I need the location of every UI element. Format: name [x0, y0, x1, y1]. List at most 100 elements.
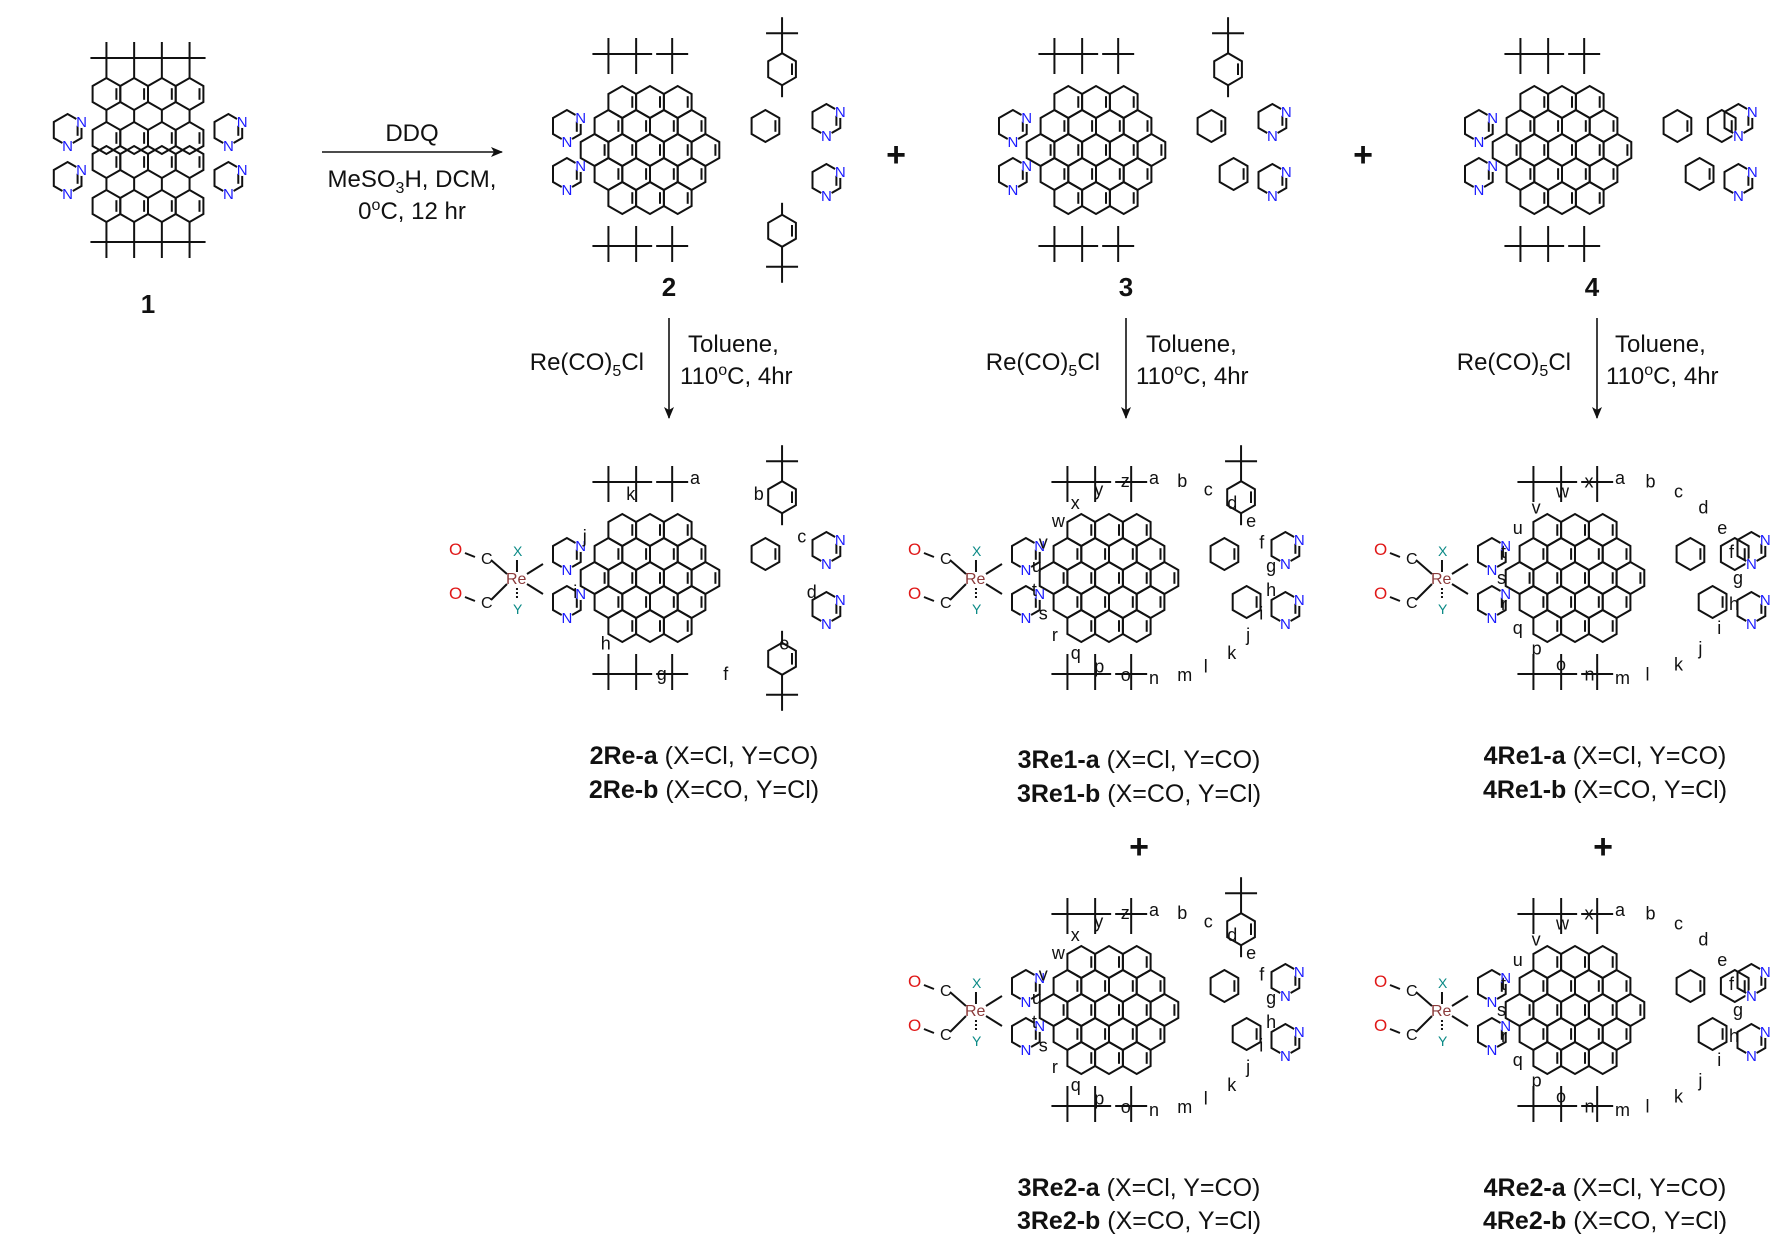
re-n-bond	[985, 583, 1003, 595]
n-atom-mask	[1745, 558, 1758, 570]
n-atom-mask	[222, 188, 235, 200]
compound-4-structure-tbu-bottom	[1532, 226, 1565, 262]
compound-4re2-structure-tbu-top	[1581, 898, 1614, 934]
site-label-q: q	[1071, 1075, 1081, 1095]
site-label-b: b	[1177, 471, 1187, 491]
n-atom-mask	[560, 136, 573, 148]
re-n-bond	[985, 995, 1003, 1007]
oxygen-atom: O	[908, 1016, 921, 1035]
molecule-structures: NNNNNNNNNNNNNNNNNNNNNNNNNNNNNNNNNNNNNNNN…	[52, 17, 1772, 1122]
n-atom-label: N	[821, 616, 832, 633]
re-n-bond	[985, 1015, 1003, 1027]
site-label-j: j	[1245, 625, 1250, 645]
site-label-j: j	[1697, 1071, 1702, 1091]
n-atom-mask	[1759, 594, 1772, 606]
ligand-y: Y	[513, 601, 523, 617]
site-label-e: e	[779, 634, 789, 654]
rhenium-solvent-3: Toluene,	[1146, 331, 1237, 358]
co-bond	[1415, 559, 1433, 575]
site-label-b: b	[1646, 471, 1656, 491]
n-atom-mask	[1006, 184, 1019, 196]
site-label-b: b	[1646, 903, 1656, 923]
oxygen-atom: O	[1374, 972, 1387, 991]
compound-2-structure-tbu-bottom	[656, 226, 689, 262]
n-atom-mask	[1293, 594, 1306, 606]
n-atom-mask	[1732, 190, 1745, 202]
site-label-d: d	[807, 582, 817, 602]
site-label-g: g	[1733, 568, 1743, 588]
caption-4re1-a: 4Re1-a (X=Cl, Y=CO)	[1484, 742, 1727, 770]
n-atom-label: N	[1500, 538, 1511, 555]
co-bond	[949, 1015, 967, 1033]
caption-2re-b: 2Re-b (X=CO, Y=Cl)	[589, 776, 819, 804]
pyrimidine-hexagon	[1011, 968, 1041, 1004]
compound-3re1-structure-pyrimidine-left: NN	[1011, 536, 1046, 579]
ddq-solvent: MeSO3H, DCM,	[328, 166, 497, 197]
pyrimidine-hexagon	[1257, 162, 1288, 198]
site-label-n: n	[1585, 1097, 1595, 1117]
site-label-a: a	[690, 468, 701, 488]
compound-2re-structure-pyrimidine-left: NN	[552, 584, 587, 627]
site-label-f: f	[1259, 965, 1265, 985]
compound-3-structure-right-ring	[1196, 108, 1227, 144]
pyrimidine-hexagon	[1736, 1022, 1767, 1058]
n-atom-label: N	[835, 164, 846, 181]
pyrimidine-hexagon	[213, 112, 244, 148]
site-label-o: o	[1556, 655, 1566, 675]
core-ring	[1108, 180, 1139, 216]
compound-4re1-structure-right-ring	[1675, 536, 1706, 572]
n-atom-label: N	[575, 538, 586, 555]
compound-3re1-structure-tbu-bottom	[1079, 654, 1112, 690]
aryl-tert-butyl	[766, 246, 799, 283]
compound-4-structure-tbu-bottom	[1504, 226, 1537, 262]
site-label-c: c	[1674, 913, 1683, 933]
n-atom-mask	[75, 116, 88, 128]
site-label-f: f	[1729, 974, 1735, 994]
n-atom-mask	[1472, 136, 1485, 148]
site-label-h: h	[1266, 1012, 1276, 1032]
site-label-i: i	[1717, 618, 1721, 638]
site-label-k: k	[1227, 1075, 1237, 1095]
n-atom-label: N	[1487, 158, 1498, 175]
site-label-g: g	[1266, 988, 1276, 1008]
site-label-s: s	[1497, 1000, 1506, 1020]
compound-2re-structure-tbu-top	[620, 466, 653, 502]
n-atom-label: N	[1486, 994, 1497, 1011]
core-ring	[1587, 1040, 1618, 1076]
site-label-m: m	[1177, 1097, 1192, 1117]
n-atom-mask	[61, 188, 74, 200]
compound-1-aryl-top	[90, 42, 123, 122]
site-label-t: t	[1032, 1012, 1037, 1032]
pyrimidine-hexagon	[1736, 590, 1767, 626]
compound-4re1-structure-pyrimidine-right: NN	[1736, 530, 1772, 573]
aryl-tert-butyl	[766, 17, 799, 54]
n-atom-label: N	[835, 532, 846, 549]
site-label-f: f	[1729, 542, 1735, 562]
n-atom-label: N	[1746, 1048, 1757, 1065]
compound-4re2-structure-tbu-bottom	[1517, 1086, 1550, 1122]
site-label-k: k	[1674, 655, 1684, 675]
rhenium-reagent-4: Re(CO)5Cl	[1457, 349, 1571, 380]
aryl-tert-butyl	[118, 222, 151, 258]
n-atom-label: N	[1760, 964, 1771, 981]
compound-3-structure-tbu-bottom	[1066, 226, 1099, 262]
site-label-l: l	[1646, 1097, 1650, 1117]
compound-2-structure-aryl-top	[766, 17, 799, 98]
compound-4re1-structure-tbu-top	[1581, 466, 1614, 502]
compound-2re-structure-tbu-bottom	[592, 654, 625, 690]
compound-3-structure-pyrimidine-left: NN	[998, 108, 1033, 151]
rhenium-step-arrow-3: Re(CO)5Cl Toluene, 110oC, 4hr	[986, 318, 1249, 419]
caption-4re1-b: 4Re1-b (X=CO, Y=Cl)	[1483, 776, 1727, 804]
compound-3re1-structure-pyrimidine-left: NN	[1011, 584, 1046, 627]
carbon-atom: C	[940, 595, 952, 612]
rhenium-step-arrow-4: Re(CO)5Cl Toluene, 110oC, 4hr	[1457, 318, 1719, 419]
site-label-s: s	[1039, 604, 1048, 624]
compound-4-structure-tbu-bottom	[1568, 226, 1601, 262]
n-atom-mask	[1499, 540, 1512, 552]
aryl-hexagon	[767, 641, 797, 676]
site-label-o: o	[1121, 1097, 1131, 1117]
n-atom-mask	[1745, 618, 1758, 630]
oxygen-atom: O	[1374, 540, 1387, 559]
